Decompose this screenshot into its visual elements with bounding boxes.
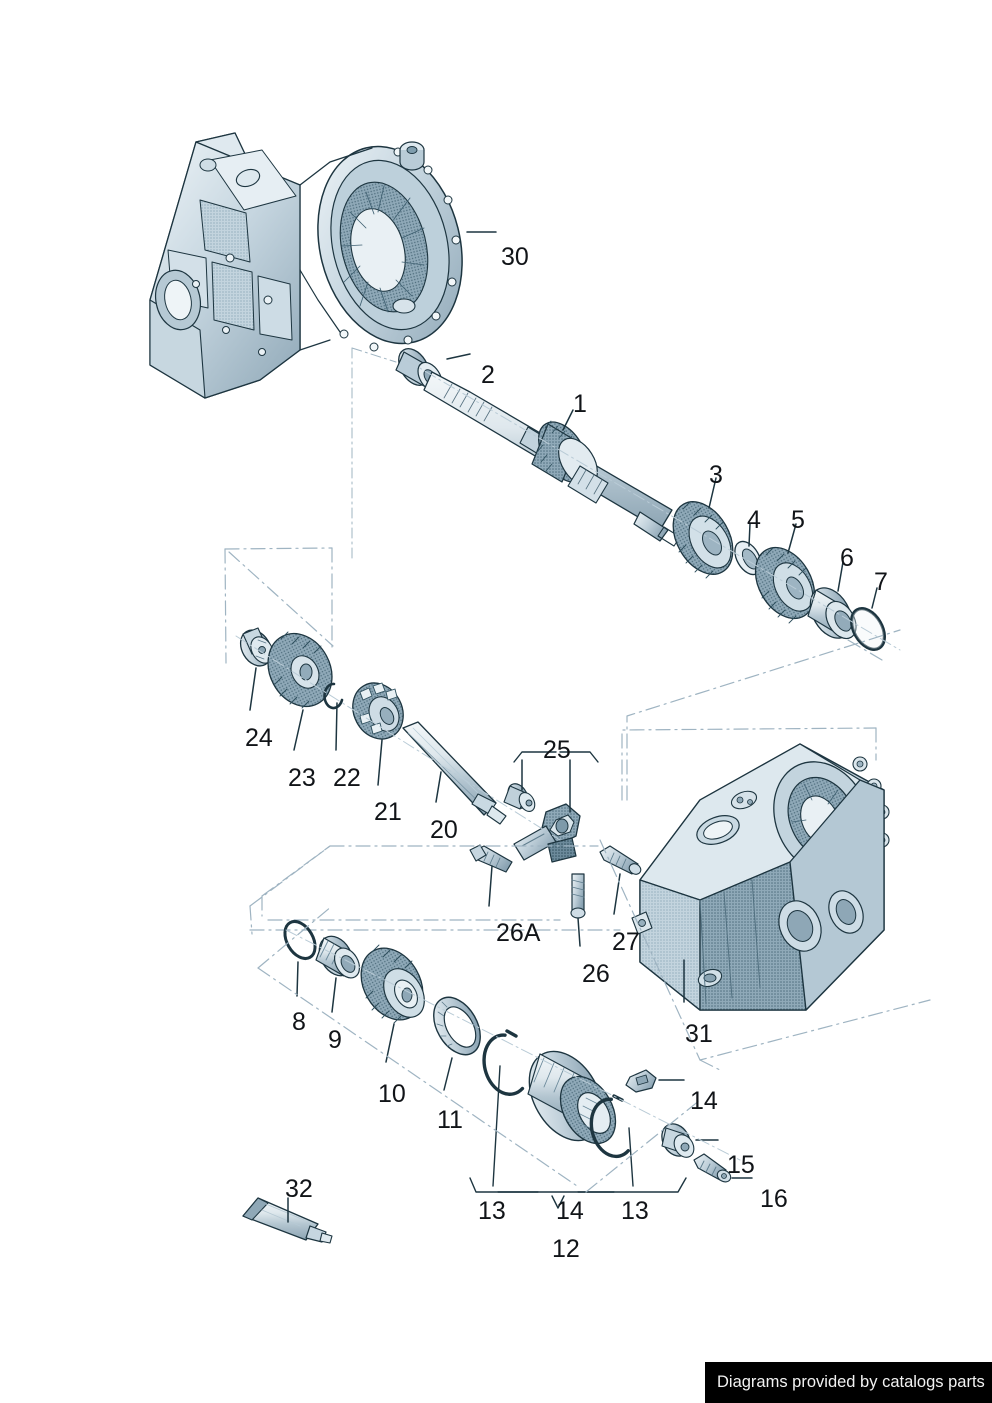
callout-label-30: 30 <box>501 243 529 271</box>
part-11-synchro-ring <box>433 996 481 1056</box>
callout-label-14-detail: 14 <box>690 1087 718 1115</box>
callout-label-5: 5 <box>791 506 805 534</box>
callout-label-27: 27 <box>612 928 640 956</box>
part-8-thrust-washer <box>283 920 317 960</box>
part-5-gear <box>754 546 816 624</box>
part-1-input-shaft <box>423 371 681 547</box>
callout-label-7: 7 <box>874 568 888 596</box>
callout-label-10: 10 <box>378 1080 406 1108</box>
watermark-text: Diagrams provided by catalogs parts <box>717 1373 985 1391</box>
callout-label-2: 2 <box>481 361 495 389</box>
part-6-roller-bearing <box>807 587 857 640</box>
callout-label-8: 8 <box>292 1008 306 1036</box>
callout-label-32: 32 <box>285 1175 313 1203</box>
callout-label-22: 22 <box>333 764 361 792</box>
part-27-bolt <box>599 845 642 875</box>
part-32-sealant-tube <box>242 1197 333 1244</box>
part-16-hex-bolt <box>693 1153 732 1183</box>
callout-label-11: 11 <box>437 1106 463 1134</box>
callout-label-26: 26 <box>582 960 610 988</box>
part-7-shim-ring <box>850 607 886 651</box>
callout-label-23: 23 <box>288 764 316 792</box>
part-12-synchroniser-hub <box>527 1050 617 1145</box>
callout-label-13-right: 13 <box>621 1197 649 1225</box>
part-21-reverse-idler-hub <box>352 682 404 740</box>
callout-label-21: 21 <box>374 798 402 826</box>
callout-label-12: 12 <box>552 1235 580 1263</box>
callout-label-24: 24 <box>245 724 273 752</box>
part-22-retaining-clip <box>323 682 344 710</box>
callout-label-16: 16 <box>760 1185 788 1213</box>
watermark-bar: Diagrams provided by catalogs parts <box>705 1362 992 1403</box>
callout-label-3: 3 <box>709 461 723 489</box>
part-23-reverse-gear <box>267 631 333 709</box>
part-30-clutch-bell-housing <box>149 132 463 399</box>
callout-label-4: 4 <box>747 506 761 534</box>
part-24-speedometer-drive <box>239 627 274 667</box>
part-20-idler-shaft <box>402 721 507 825</box>
callout-label-13-left: 13 <box>478 1197 506 1225</box>
part-25-selector-assembly <box>503 783 581 863</box>
part-15-flanged-nut <box>661 1123 695 1158</box>
callout-label-14-center: 14 <box>556 1197 584 1225</box>
part-3-gear <box>672 501 734 579</box>
callout-label-15: 15 <box>727 1151 755 1179</box>
part-26-bolt <box>570 873 586 919</box>
part-31-gearbox-housing <box>631 743 890 1011</box>
callout-label-31: 31 <box>685 1020 713 1048</box>
callout-label-20: 20 <box>430 816 458 844</box>
part-9-needle-bearing <box>315 935 361 979</box>
part-14-sliding-key-detail <box>625 1069 657 1093</box>
callout-label-1: 1 <box>573 390 587 418</box>
callout-label-9: 9 <box>328 1026 342 1054</box>
callout-label-6: 6 <box>840 544 854 572</box>
part-13-circlip-left <box>482 1029 525 1096</box>
callout-label-25: 25 <box>543 736 571 764</box>
callout-label-26A: 26A <box>496 919 541 947</box>
part-26A-bolt <box>469 844 513 873</box>
